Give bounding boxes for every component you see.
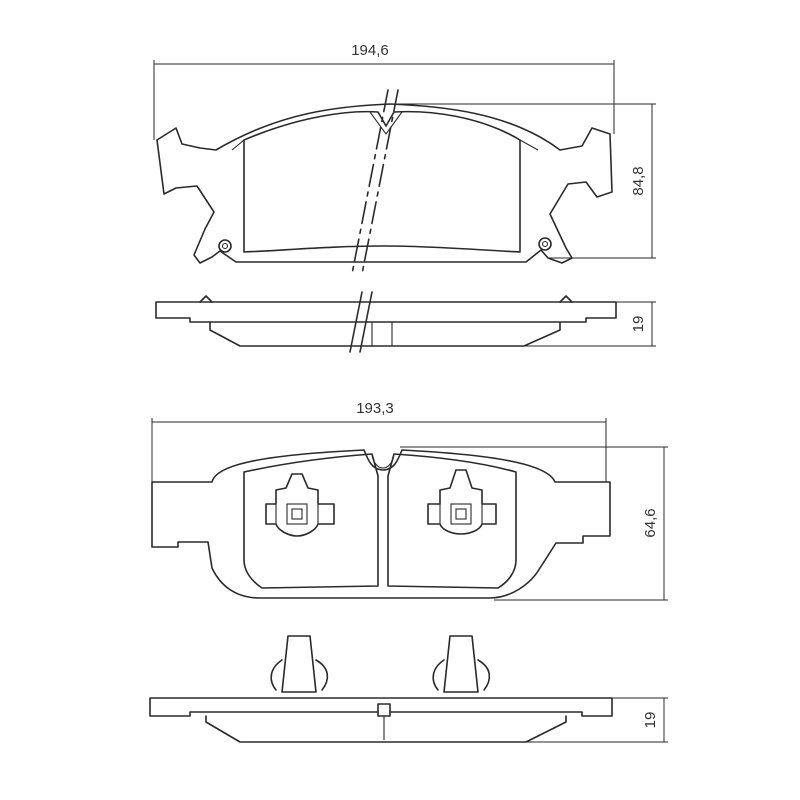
top-pad-front-view — [156, 89, 613, 275]
bottom-pad-height-label: 64,6 — [642, 508, 659, 537]
bottom-pad-width-dimension: 193,3 — [151, 400, 607, 482]
top-pad-width-dimension: 194,6 — [153, 42, 615, 140]
bottom-pad-thickness-label: 19 — [642, 712, 659, 729]
sensor-mount-right — [427, 469, 497, 535]
top-pad-height-label: 84,8 — [630, 166, 647, 195]
bottom-pad-front-view — [151, 449, 611, 599]
bottom-pad-side-view — [149, 635, 613, 743]
top-pad-width-label: 194,6 — [351, 42, 389, 59]
bottom-pad-width-label: 193,3 — [356, 400, 394, 417]
bottom-pad-thickness-dimension: 19 — [526, 697, 668, 743]
top-pad-height-dimension: 84,8 — [392, 103, 656, 259]
bottom-pad-height-dimension: 64,6 — [400, 446, 668, 601]
sensor-mount-left — [265, 473, 335, 537]
top-pad-side-view — [155, 291, 617, 353]
top-pad-thickness-label: 19 — [630, 316, 647, 333]
top-pad-thickness-dimension: 19 — [524, 301, 656, 347]
